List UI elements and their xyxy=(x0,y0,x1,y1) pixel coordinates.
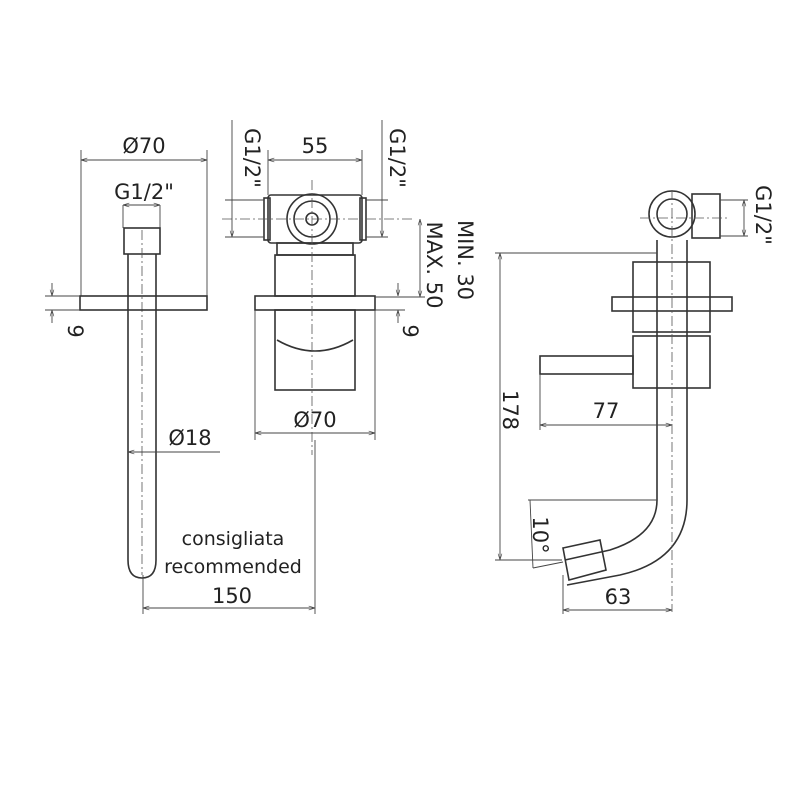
note-consigliata: consigliata xyxy=(182,528,285,550)
left-spout xyxy=(127,254,157,579)
side-view: G1/2" 178 77 10° 63 xyxy=(495,185,775,614)
front-flange-diameter-label: Ø70 xyxy=(293,408,336,432)
side-thread-label: G1/2" xyxy=(751,185,775,245)
min-depth-label: MIN. 30 xyxy=(453,220,477,300)
note-recommended: recommended xyxy=(164,556,302,578)
side-lever xyxy=(539,355,634,375)
front-thread-right-label: G1/2" xyxy=(385,128,409,188)
body-width-label: 55 xyxy=(302,134,329,158)
spout-diameter-label: Ø18 xyxy=(168,426,211,450)
left-flange xyxy=(79,295,208,311)
projection-label: 63 xyxy=(605,585,632,609)
distance-label: 150 xyxy=(212,584,252,608)
left-thread-label: G1/2" xyxy=(114,180,174,204)
front-flange xyxy=(254,295,376,311)
left-flange-thickness-label: 9 xyxy=(63,324,87,337)
front-flange-thickness-label: 9 xyxy=(398,324,422,337)
height-label: 178 xyxy=(498,390,522,430)
front-view: 55 G1/2" G1/2" MAX. 50 MIN. 30 9 Ø70 xyxy=(222,120,477,455)
left-flange-diameter-label: Ø70 xyxy=(122,134,165,158)
side-spout xyxy=(564,240,688,586)
left-view: Ø70 G1/2" 9 Ø18 consigliata recommended … xyxy=(45,134,316,614)
front-thread-left-label: G1/2" xyxy=(240,128,264,188)
angle-label: 10° xyxy=(528,516,552,553)
lever-length-label: 77 xyxy=(593,399,620,423)
max-depth-label: MAX. 50 xyxy=(422,222,446,309)
